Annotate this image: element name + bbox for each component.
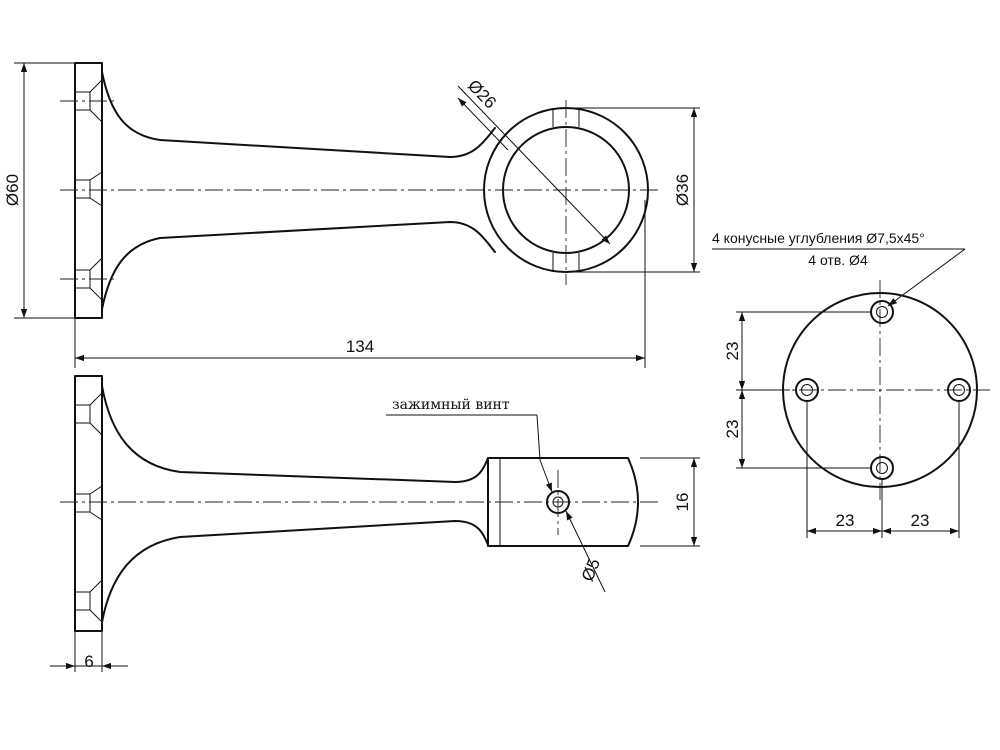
dim-label-bore-diameter: Ø26 [464,76,500,112]
dim-clamp-thickness: 16 [640,457,700,547]
side-clamp-block [487,457,639,547]
dim-hole-offset-top: 23 [723,311,870,391]
dim-ring-diameter: Ø36 [570,107,700,273]
dim-label-ring-diameter: Ø36 [673,174,692,206]
top-view [60,62,660,319]
top-flange-holes [75,79,103,301]
dim-hole-offset-bottom: 23 [723,390,870,469]
side-flange-plate [74,375,103,632]
top-arm-lower [101,221,496,310]
flange-view [770,280,990,500]
dim-label-flange-diameter: Ø60 [3,174,22,206]
dim-label-flange-thickness: 6 [84,652,93,671]
note-countersink: 4 конусные углубления Ø7,5x45° 4 отв. Ø4 [712,230,966,307]
dim-flange-thickness: 6 [50,631,128,672]
dim-label-hole-offset-left: 23 [836,511,855,530]
dim-bore-diameter: Ø26 [457,76,611,245]
dim-label-hole-offset-right: 23 [911,511,930,530]
dim-flange-diameter: Ø60 [3,62,75,319]
dim-label-clamp-thickness: 16 [673,493,692,512]
side-arm-lower [101,520,489,623]
note-clamp-screw-text: зажимный винт [392,397,510,413]
dim-label-screw-hole-diameter: Ø5 [578,556,604,584]
side-flange-holes [75,392,103,623]
top-arm-upper [101,71,496,158]
note-countersink-line2: 4 отв. Ø4 [808,252,868,268]
dim-label-overall-length: 134 [346,337,374,356]
note-countersink-line1: 4 конусные углубления Ø7,5x45° [712,230,925,246]
dim-screw-hole-diameter: Ø5 [539,459,606,593]
top-flange-plate [74,62,103,319]
note-clamp-screw: зажимный винт [386,397,541,461]
dim-label-hole-offset-bottom: 23 [723,420,742,439]
dim-label-hole-offset-top: 23 [723,342,742,361]
dim-overall-length: 134 [74,200,646,368]
flange-holes [795,300,971,480]
side-view [60,375,660,632]
dim-hole-offset-right: 23 [882,402,960,538]
side-arm-upper [101,385,489,483]
